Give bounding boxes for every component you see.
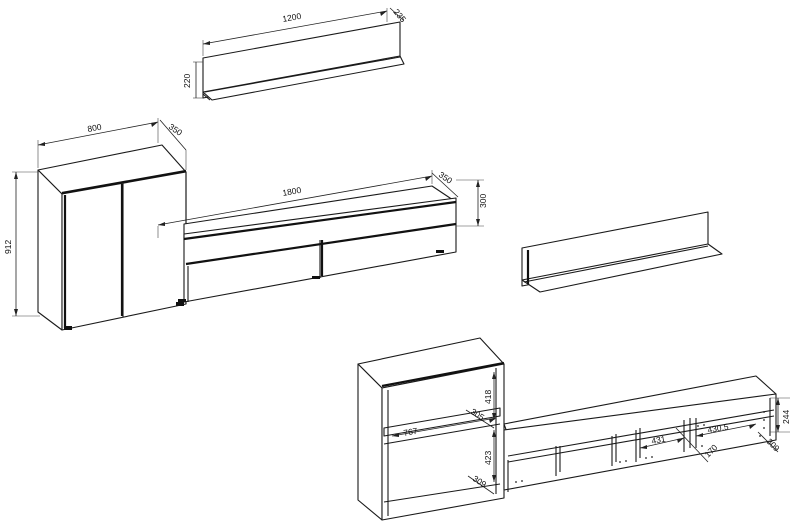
dim-tv-depth <box>431 172 459 198</box>
tv-unit-drill-holes <box>515 411 765 483</box>
dim-tv-height <box>456 179 484 227</box>
dim-tv-width <box>157 170 433 238</box>
dim-tv-compartment-height <box>770 397 790 433</box>
label-tv-compartment-2: 430.5 <box>707 421 730 435</box>
dim-cabinet-depth <box>159 119 187 170</box>
dim-tv-compartment-depth <box>757 431 779 453</box>
dim-tv-compartment-2 <box>695 423 757 437</box>
label-shelf-top-height: 220 <box>182 74 192 88</box>
dim-shelf-top-depth <box>389 7 404 21</box>
tall-cabinet <box>37 144 187 331</box>
dim-inner-width <box>391 417 497 437</box>
dim-cabinet-height <box>12 171 40 317</box>
open-cabinet <box>357 337 505 521</box>
dim-tv-compartment-1 <box>639 437 685 449</box>
label-cabinet-height: 912 <box>3 240 13 254</box>
wall-shelf-top <box>202 21 405 101</box>
label-shelf-top-width: 1200 <box>282 11 303 24</box>
label-tv-compartment-1: 431 <box>651 434 667 446</box>
label-tv-compartment-height: 244 <box>781 410 791 424</box>
label-tv-height: 300 <box>478 194 488 208</box>
label-cabinet-depth: 350 <box>167 121 185 137</box>
label-inner-width: 767 <box>403 426 419 438</box>
dim-inner-lower-height <box>492 430 496 482</box>
dim-inner-depth-lower <box>467 475 495 495</box>
wall-shelf-right <box>521 211 723 293</box>
dim-inner-upper-height <box>492 372 496 420</box>
dim-shelf-top-width <box>202 8 388 56</box>
label-tv-width: 1800 <box>282 185 303 198</box>
label-tv-depth: 350 <box>437 169 455 185</box>
dim-inner-depth-upper <box>465 409 495 429</box>
dim-tv-compartment-inner <box>675 427 709 463</box>
dim-shelf-top-height <box>193 61 203 99</box>
label-inner-lower-height: 423 <box>483 451 493 465</box>
label-cabinet-width: 800 <box>87 122 103 134</box>
open-tv-unit <box>503 375 777 492</box>
tv-unit <box>178 185 457 303</box>
dim-cabinet-width <box>37 118 159 168</box>
label-inner-upper-height: 418 <box>483 390 493 404</box>
label-shelf-top-depth: 235 <box>391 7 408 25</box>
